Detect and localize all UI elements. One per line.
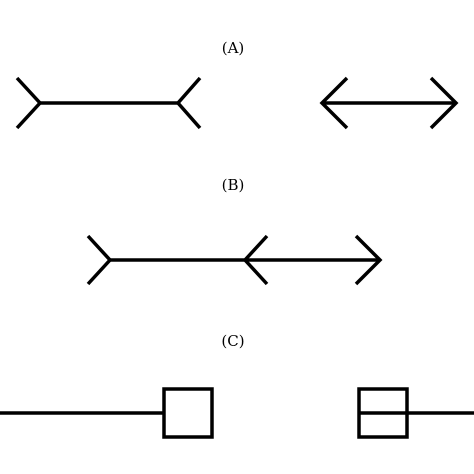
- arrowheads-in-figure: [319, 76, 459, 130]
- combined-middle-arrowhead: [242, 234, 269, 286]
- square-start-figure: [357, 387, 474, 439]
- square-end-box: [162, 387, 214, 439]
- fins-out-right-fin: [175, 76, 202, 130]
- panel-b: (B): [86, 176, 383, 286]
- arrowheads-in-right-head: [429, 76, 459, 130]
- panel-a: (A): [15, 39, 459, 130]
- fins-out-left-fin: [15, 76, 43, 130]
- panel-c: (C): [0, 332, 474, 439]
- combined-right-arrowhead: [354, 234, 383, 286]
- panel-c-label: (C): [221, 332, 244, 350]
- arrowheads-in-left-head: [319, 76, 349, 130]
- combined-left-fin: [86, 234, 113, 286]
- fins-out-figure: [15, 76, 202, 130]
- panel-b-label: (B): [222, 176, 245, 194]
- combined-figure: [86, 234, 383, 286]
- panel-a-label: (A): [222, 39, 245, 57]
- square-end-figure: [0, 387, 214, 439]
